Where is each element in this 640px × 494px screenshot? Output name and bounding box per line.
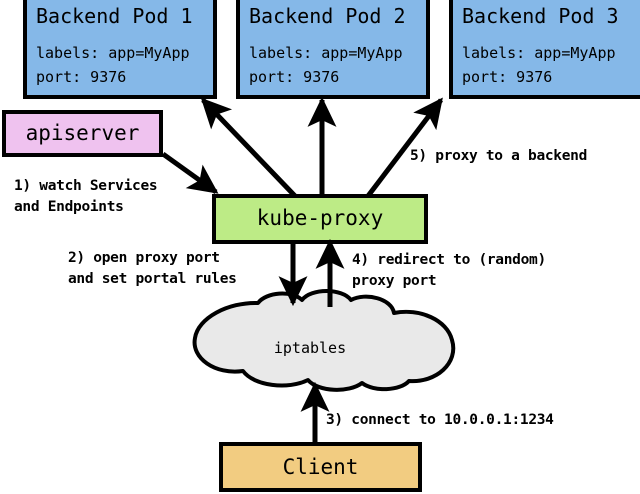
backend-pod-1-box [23, 0, 217, 99]
apiserver-box [2, 110, 163, 157]
annotation-step-2-line-1: 2) open proxy port [68, 250, 220, 266]
backend-pod-2-box [236, 0, 430, 99]
iptables-cloud-shape [192, 289, 456, 392]
annotation-step-5-line-1: 5) proxy to a backend [410, 148, 588, 164]
arrow-apiserver-to-kubeproxy [161, 151, 219, 195]
arrow-kubeproxy-to-pod-1 [200, 97, 297, 198]
annotation-step-2-line-2: and set portal rules [68, 271, 237, 287]
annotation-step-4-line-1: 4) redirect to (random) [352, 252, 546, 268]
annotation-step-1-line-1: 1) watch Services [14, 178, 158, 194]
arrow-kubeproxy-to-pod-3 [366, 97, 443, 198]
annotation-step-4-line-2: proxy port [352, 273, 437, 289]
annotation-step-1-line-2: and Endpoints [14, 199, 124, 215]
annotation-step-3-line-1: 3) connect to 10.0.0.1:1234 [326, 412, 554, 428]
backend-pod-3-box [449, 0, 640, 99]
kube-proxy-box [212, 194, 428, 244]
client-box [219, 442, 422, 492]
